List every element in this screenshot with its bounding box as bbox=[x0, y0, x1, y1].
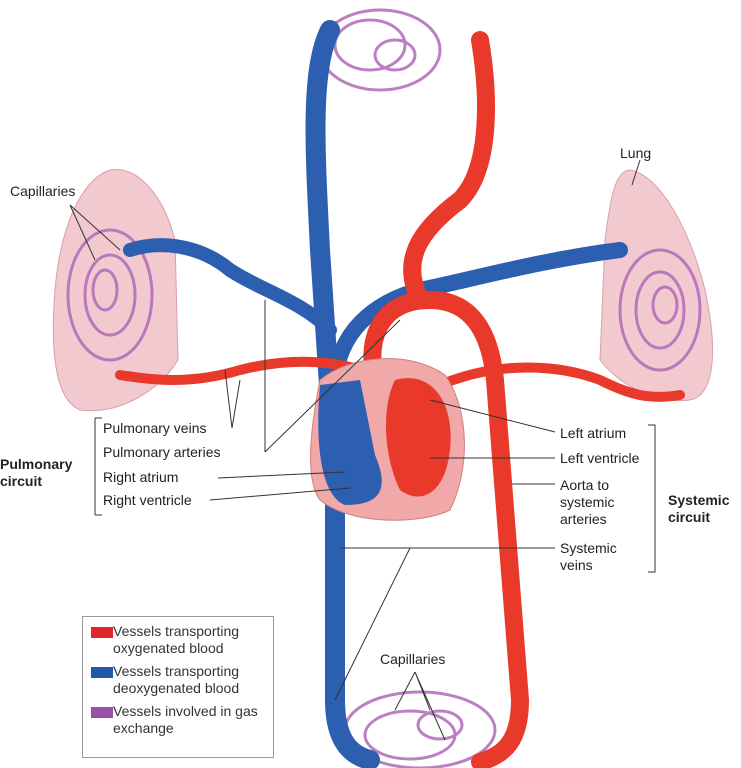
legend: Vessels transporting oxygenated blood Ve… bbox=[82, 616, 274, 758]
blue-swatch-icon bbox=[91, 667, 113, 678]
label-lung: Lung bbox=[620, 145, 652, 161]
label-systemic-veins: Systemic veins bbox=[560, 540, 617, 573]
label-left-ventricle: Left ventricle bbox=[560, 450, 640, 466]
label-pulmonary-veins: Pulmonary veins bbox=[103, 420, 207, 436]
label-pulmonary-arteries: Pulmonary arteries bbox=[103, 444, 221, 460]
label-systemic-circuit: Systemic circuit bbox=[668, 492, 730, 525]
label-capillaries-systemic: Capillaries bbox=[380, 651, 446, 667]
label-right-atrium: Right atrium bbox=[103, 469, 179, 485]
label-left-atrium: Left atrium bbox=[560, 425, 627, 441]
left-heart bbox=[385, 378, 451, 497]
leader-lines bbox=[69, 159, 656, 741]
purple-swatch-icon bbox=[91, 707, 113, 718]
legend-item-gas-exchange: Vessels involved in gas exchange bbox=[83, 703, 273, 737]
legend-item-deoxygenated: Vessels transporting deoxygenated blood bbox=[83, 663, 273, 697]
label-aorta: Aorta to systemic arteries bbox=[560, 477, 615, 527]
legend-item-oxygenated: Vessels transporting oxygenated blood bbox=[83, 623, 273, 657]
right-heart bbox=[318, 380, 382, 505]
red-swatch-icon bbox=[91, 627, 113, 638]
label-capillaries-lung: Capillaries bbox=[10, 183, 76, 199]
label-pulmonary-circuit: Pulmonary circuit bbox=[0, 456, 73, 489]
label-right-ventricle: Right ventricle bbox=[103, 492, 192, 508]
